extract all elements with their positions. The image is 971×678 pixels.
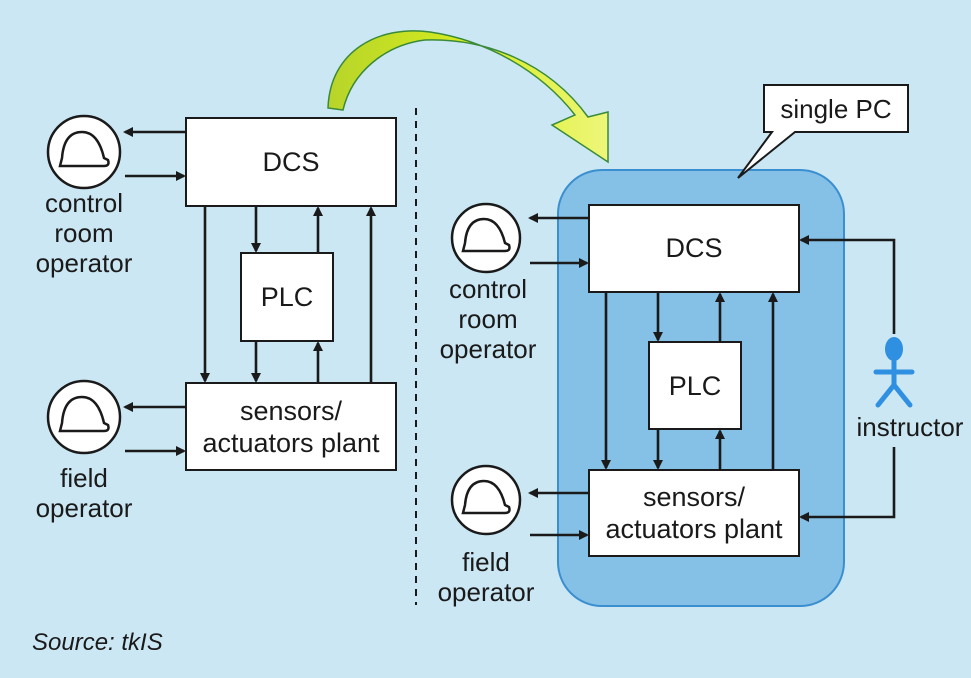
instructor-stick-figure-icon: [873, 337, 915, 408]
transition-arrow-icon: [327, 30, 609, 164]
left-dcs-box: [185, 117, 397, 207]
right-plc-label: PLC: [669, 371, 722, 401]
left-dcs-label: DCS: [262, 147, 319, 177]
left-plc-label: PLC: [261, 282, 314, 312]
left-plant-label-2: actuators plant: [202, 428, 380, 458]
right-control-operator-label-3: operator: [440, 334, 537, 364]
left-plant-box: [185, 382, 397, 471]
single-pc-callout: [737, 84, 909, 179]
single-pc-label: single PC: [780, 94, 891, 124]
right-plant-label-2: actuators plant: [605, 514, 783, 544]
right-diagram: single PC DCS PLC sensors/ actuators pla…: [438, 84, 964, 607]
left-diagram: DCS PLC sensors/ actuators plant control…: [36, 114, 397, 523]
right-plant-label-1: sensors/: [643, 482, 746, 512]
right-control-operator-label-2: room: [458, 304, 517, 334]
field-operator-hard-hat-icon-right: [450, 464, 522, 536]
right-arrows: [528, 213, 896, 540]
right-dcs-label: DCS: [665, 233, 722, 263]
left-control-operator-label-3: operator: [36, 248, 133, 278]
right-control-operator-label-1: control: [449, 274, 527, 304]
right-field-operator-label-1: field: [462, 547, 510, 577]
right-plant-box: [588, 469, 800, 557]
left-arrows: [123, 127, 376, 456]
field-operator-hard-hat-icon: [46, 379, 122, 455]
source-caption: Source: tkIS: [32, 629, 163, 656]
left-field-operator-label-2: operator: [36, 493, 133, 523]
left-plant-label-1: sensors/: [240, 396, 343, 426]
left-field-operator-label-1: field: [60, 463, 108, 493]
left-control-operator-label-1: control: [45, 188, 123, 218]
control-operator-hard-hat-icon: [46, 114, 122, 190]
control-operator-hard-hat-icon-right: [450, 202, 522, 274]
right-dcs-box: [588, 204, 800, 293]
right-field-operator-label-2: operator: [438, 577, 535, 607]
instructor-label: instructor: [857, 412, 964, 442]
right-plc-box: [648, 341, 742, 430]
left-control-operator-label-2: room: [54, 218, 113, 248]
left-plc-box: [240, 252, 334, 342]
